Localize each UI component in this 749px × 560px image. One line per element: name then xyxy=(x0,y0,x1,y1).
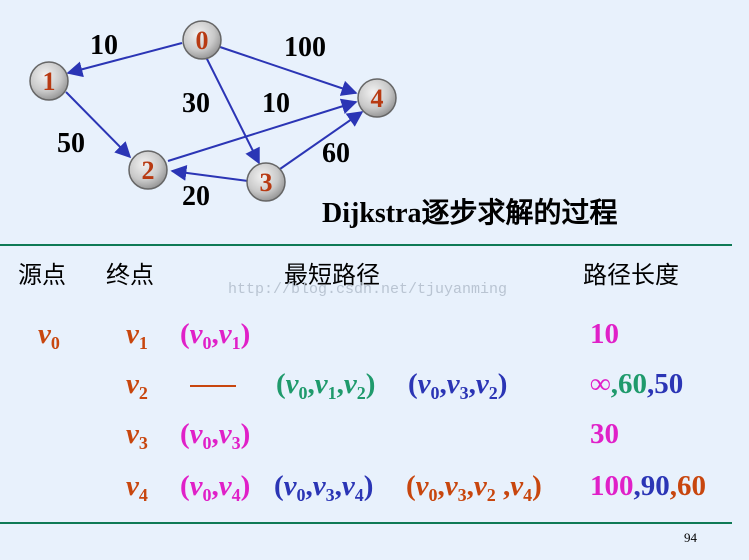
svg-text:0: 0 xyxy=(196,26,209,55)
svg-text:3: 3 xyxy=(260,168,273,197)
path-expression: (v0,v3,v4) xyxy=(274,470,374,505)
path-expression: (v0,v3) xyxy=(180,418,251,453)
edge-weight-label: 30 xyxy=(182,88,210,119)
svg-text:2: 2 xyxy=(142,156,155,185)
edge-weight-label: 10 xyxy=(90,30,118,61)
edge-0-1 xyxy=(66,42,183,78)
svg-text:4: 4 xyxy=(371,84,384,113)
target-vertex: v4 xyxy=(126,470,148,505)
path-length-value: 10 xyxy=(590,318,619,350)
header-source: 源点 xyxy=(18,261,66,289)
graph-node: 3 xyxy=(246,162,286,202)
header-path-length: 路径长度 xyxy=(583,261,679,289)
edge-3-4 xyxy=(279,111,364,170)
path-expression: (v0,v3,v2 ,v4) xyxy=(406,470,542,505)
edge-weight-label: 10 xyxy=(262,88,290,119)
path-none-dash xyxy=(184,368,242,401)
graph-node: 2 xyxy=(128,150,168,190)
edge-3-2 xyxy=(170,164,249,182)
edge-1-2 xyxy=(65,91,132,159)
page-number: 94 xyxy=(684,530,697,545)
edge-0-3 xyxy=(205,56,260,165)
source-vertex: v0 xyxy=(38,318,60,353)
graph-node: 4 xyxy=(357,78,397,118)
path-length-value: 100,90,60 xyxy=(590,470,706,502)
path-expression: (v0,v1) xyxy=(180,318,251,353)
path-length-value: 30 xyxy=(590,418,619,450)
weighted-graph: 0 1 2 3 4 10 100 30 50 10 60 20 xyxy=(29,20,397,212)
target-vertex: v2 xyxy=(126,368,148,403)
path-expression: (v0,v4) xyxy=(180,470,251,505)
path-expression: (v0,v3,v2) xyxy=(408,368,508,403)
slide-title: Dijkstra逐步求解的过程 xyxy=(322,198,618,229)
edge-2-4 xyxy=(167,98,358,162)
target-vertex: v3 xyxy=(126,418,148,453)
target-vertex: v1 xyxy=(126,318,148,353)
edge-0-4 xyxy=(219,46,358,96)
path-expression: (v0,v1,v2) xyxy=(276,368,376,403)
path-length-value: ∞,60,50 xyxy=(590,368,684,400)
edge-weight-label: 100 xyxy=(284,32,326,63)
watermark: http://blog.csdn.net/tjuyanming xyxy=(228,281,508,298)
header-shortest-path: 最短路径 xyxy=(284,261,380,289)
graph-node: 0 xyxy=(182,20,222,60)
header-target: 终点 xyxy=(106,261,154,289)
graph-node: 1 xyxy=(29,61,69,101)
edge-weight-label: 60 xyxy=(322,138,350,169)
edge-weight-label: 50 xyxy=(57,128,85,159)
table-top-rule xyxy=(0,244,732,246)
svg-text:1: 1 xyxy=(43,67,56,96)
table-bottom-rule xyxy=(0,522,732,524)
edge-weight-label: 20 xyxy=(182,181,210,212)
